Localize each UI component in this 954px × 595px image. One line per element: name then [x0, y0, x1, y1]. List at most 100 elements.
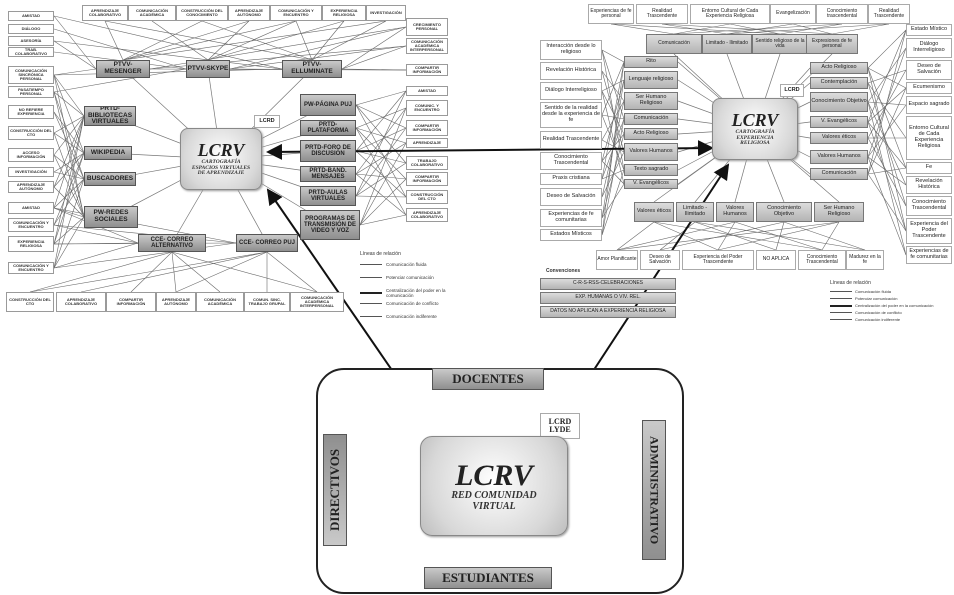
- right-inner-bottom-item: Limitado - Ilimitado: [676, 202, 714, 222]
- connector-line: [867, 82, 907, 139]
- legend-line: [360, 303, 382, 304]
- legend-label: Comunicación fluida: [386, 262, 427, 267]
- connector-line: [610, 23, 781, 35]
- connector-line: [729, 23, 781, 35]
- left-col-item: ASESORÍA: [8, 36, 54, 46]
- right-top-item: Realidad Trascendente: [636, 4, 688, 24]
- left-right-col-item: AMISTAD: [406, 86, 448, 96]
- connector-line: [867, 82, 907, 207]
- legend-line: [830, 319, 852, 320]
- left-bottom-item: COMUNICACIÓN ACADÉMICA INTERPERSONAL: [290, 292, 344, 312]
- connector-line: [53, 115, 85, 188]
- connector-line: [53, 91, 85, 180]
- connector-line: [359, 178, 407, 226]
- right-bottom-item: Experiencia del Poder Trascendente: [682, 250, 754, 270]
- connector-line: [867, 121, 907, 232]
- connector-line: [831, 23, 890, 35]
- connector-line: [53, 91, 85, 117]
- left-right-col-item: COMPARTIR INFORMACIÓN: [406, 120, 448, 136]
- connector-line: [867, 156, 907, 256]
- connector-line: [53, 186, 85, 218]
- right-inner-item: Texto sagrado: [624, 164, 678, 176]
- right-bottom-item: Madurez en la fe: [846, 250, 884, 270]
- legend-entry: Comunicación de conflicto: [830, 310, 902, 315]
- convention-item: C-R-S-RSS-CELEBRACIONES: [540, 278, 676, 290]
- bottom-lcrd-tag: LCRD LYDE: [540, 413, 580, 439]
- right-inner-item: Comunicación: [624, 113, 678, 125]
- connector-line: [171, 251, 318, 293]
- connector-line: [171, 251, 221, 293]
- connector-line: [295, 20, 313, 61]
- connector-line: [53, 15, 97, 70]
- right-center-subtitle: CARTOGRAFÍA EXPERIENCIA RELIGIOSA: [735, 128, 775, 147]
- right-top-bar-item: Expresiones de fe personal: [806, 34, 858, 54]
- legend-entry: Potenciar comunicación: [830, 296, 897, 301]
- legend-label: Centralización del poder en la comunicac…: [386, 288, 446, 298]
- legend-line: [830, 298, 852, 299]
- right-bottom-item: Conocimiento Trascendental: [798, 250, 846, 270]
- connector-line: [207, 20, 345, 61]
- connector-line: [601, 169, 625, 236]
- connector-line: [53, 178, 85, 209]
- connector-line: [130, 251, 173, 293]
- legend-line: [830, 304, 852, 307]
- legend-label: Comunicación indiferente: [386, 314, 437, 319]
- left-top-item: COMUNICACIÓN ACADÉMICA: [128, 5, 176, 21]
- right-center-node: LCRV CARTOGRAFÍA EXPERIENCIA RELIGIOSA: [712, 98, 798, 160]
- connector-line: [80, 251, 268, 293]
- left-top-item: INVESTIGACIÓN: [366, 5, 406, 21]
- connector-line: [355, 195, 407, 198]
- left-bottom-item: COMPARTIR INFORMACIÓN: [106, 292, 156, 312]
- connector-line: [601, 49, 625, 171]
- connector-line: [775, 221, 785, 251]
- right-top-item: Experiencias de fe personal: [588, 4, 634, 24]
- left-right-col-item: COMPARTIR INFORMACIÓN: [406, 172, 448, 186]
- connector-line: [53, 154, 85, 218]
- left-col-item: TRAB. COLABORATIVO: [8, 47, 54, 57]
- right-left-col-item: Deseo de Salvación: [540, 188, 602, 206]
- connector-line: [601, 49, 625, 63]
- connector-line: [53, 74, 85, 154]
- connector-line: [53, 115, 85, 209]
- right-right-col-item: Entorno Cultural de Cada Experiencia Rel…: [906, 116, 952, 160]
- left-bottom-item: CONSTRUCCIÓN DEL CTO: [6, 292, 54, 312]
- right-bottom-item: Amor Planificante: [596, 250, 638, 270]
- left-top-item: APRENDIZAJE AUTÓNOMO: [228, 5, 270, 21]
- connector-line: [867, 29, 907, 123]
- connector-line: [104, 20, 313, 61]
- right-inner-item-2: Comunicación: [810, 168, 868, 180]
- left-col-item: DIÁLOGO: [8, 24, 54, 34]
- connector-line: [311, 20, 345, 61]
- legend-entry: Centralización del poder en la comunicac…: [360, 288, 446, 298]
- estudiantes-node: ESTUDIANTES: [424, 567, 552, 589]
- legend-entry: Comunicación indiferente: [360, 314, 446, 319]
- administrativo-node: ADMINISTRATIVO: [642, 420, 666, 560]
- right-right-col-item: Conocimiento Trascendental: [906, 196, 952, 216]
- left-bottom-item: APRENDIZAJE AUTÓNOMO: [156, 292, 196, 312]
- connector-line: [104, 20, 124, 61]
- connector-line: [355, 162, 407, 197]
- right-left-col-item: Realidad Trascendente: [540, 131, 602, 149]
- tool-node: PRTD-PLATAFORMA: [300, 120, 356, 136]
- tool-node: PW-REDES SOCIALES: [84, 206, 138, 228]
- left-top-item: APRENDIZAJE COLABORATIVO: [82, 5, 128, 21]
- connector-line: [783, 221, 866, 251]
- bottom-center-title: LCRV: [455, 458, 533, 492]
- legend-line: [360, 292, 382, 294]
- connector-line: [867, 47, 907, 103]
- right-right-col-item: Estado Místico: [906, 24, 952, 36]
- connector-line: [867, 121, 907, 169]
- right-top-bar-item: Comunicación: [646, 34, 702, 54]
- connector-line: [53, 152, 85, 188]
- right-inner-item: Ser Humano Religioso: [624, 92, 678, 110]
- connector-line: [601, 114, 625, 120]
- connector-line: [53, 115, 85, 269]
- left-col-item: ACCESO INFORMACIÓN: [8, 148, 54, 162]
- left-right-col-item: COMUNIC. Y ENCUENTRO: [406, 100, 448, 116]
- left-right-col-item: APRENDIZAJE: [406, 138, 448, 148]
- connector-line: [355, 107, 407, 129]
- connector-line: [867, 87, 907, 175]
- connector-line: [673, 23, 731, 35]
- right-top-bar-item: Sentido religioso de la vida: [752, 34, 808, 54]
- connector-line: [229, 26, 407, 70]
